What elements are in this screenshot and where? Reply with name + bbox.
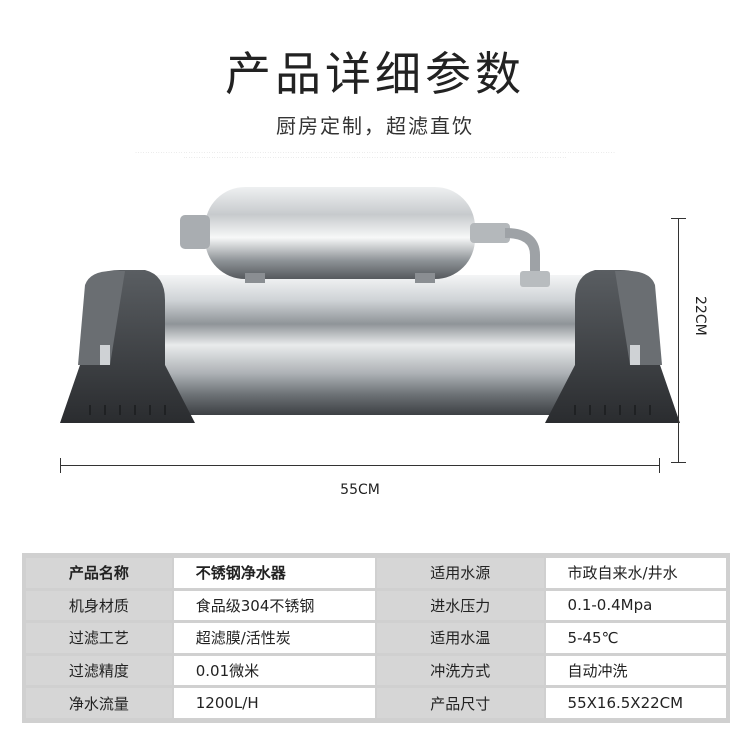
table-row: 过滤精度 0.01微米 冲洗方式 自动冲洗 (26, 655, 726, 686)
spec-key: 进水压力 (376, 590, 544, 621)
water-purifier-illustration (60, 187, 680, 423)
spec-value: 55X16.5X22CM (545, 688, 726, 718)
spec-table: 产品名称 不锈钢净水器 适用水源 市政自来水/井水 机身材质 食品级304不锈钢… (22, 553, 730, 723)
spec-key: 冲洗方式 (376, 655, 544, 686)
spec-value: 超滤膜/活性炭 (173, 623, 375, 653)
width-dimension-label: 55CM (340, 482, 380, 498)
spec-value: 0.01微米 (173, 655, 375, 686)
spec-value: 自动冲洗 (545, 655, 726, 686)
height-dimension-label: 22CM (692, 296, 708, 336)
spec-value: 食品级304不锈钢 (173, 590, 375, 621)
spec-key: 过滤工艺 (26, 623, 172, 653)
table-row: 过滤工艺 超滤膜/活性炭 适用水温 5-45℃ (26, 623, 726, 653)
page-title: 产品详细参数 (225, 47, 525, 101)
spec-key: 过滤精度 (26, 655, 172, 686)
spec-key: 适用水源 (376, 558, 544, 588)
spec-key: 适用水温 (376, 623, 544, 653)
spec-value: 0.1-0.4Mpa (545, 590, 726, 621)
table-row: 机身材质 食品级304不锈钢 进水压力 0.1-0.4Mpa (26, 590, 726, 621)
height-dimension-line (668, 218, 688, 463)
table-row: 产品名称 不锈钢净水器 适用水源 市政自来水/井水 (26, 558, 726, 588)
spec-value: 5-45℃ (545, 623, 726, 653)
spec-key: 机身材质 (26, 590, 172, 621)
page-subtitle: 厨房定制，超滤直饮 (276, 114, 474, 138)
table-row: 净水流量 1200L/H 产品尺寸 55X16.5X22CM (26, 688, 726, 718)
spec-key: 净水流量 (26, 688, 172, 718)
spec-value: 市政自来水/井水 (545, 558, 726, 588)
width-dimension-line (60, 455, 660, 475)
spec-key: 产品尺寸 (376, 688, 544, 718)
spec-value: 不锈钢净水器 (173, 558, 375, 588)
decorative-fine-print: · · · · · · · · · · · · · · · · · · · · … (135, 150, 615, 160)
spec-value: 1200L/H (173, 688, 375, 718)
spec-key: 产品名称 (26, 558, 172, 588)
